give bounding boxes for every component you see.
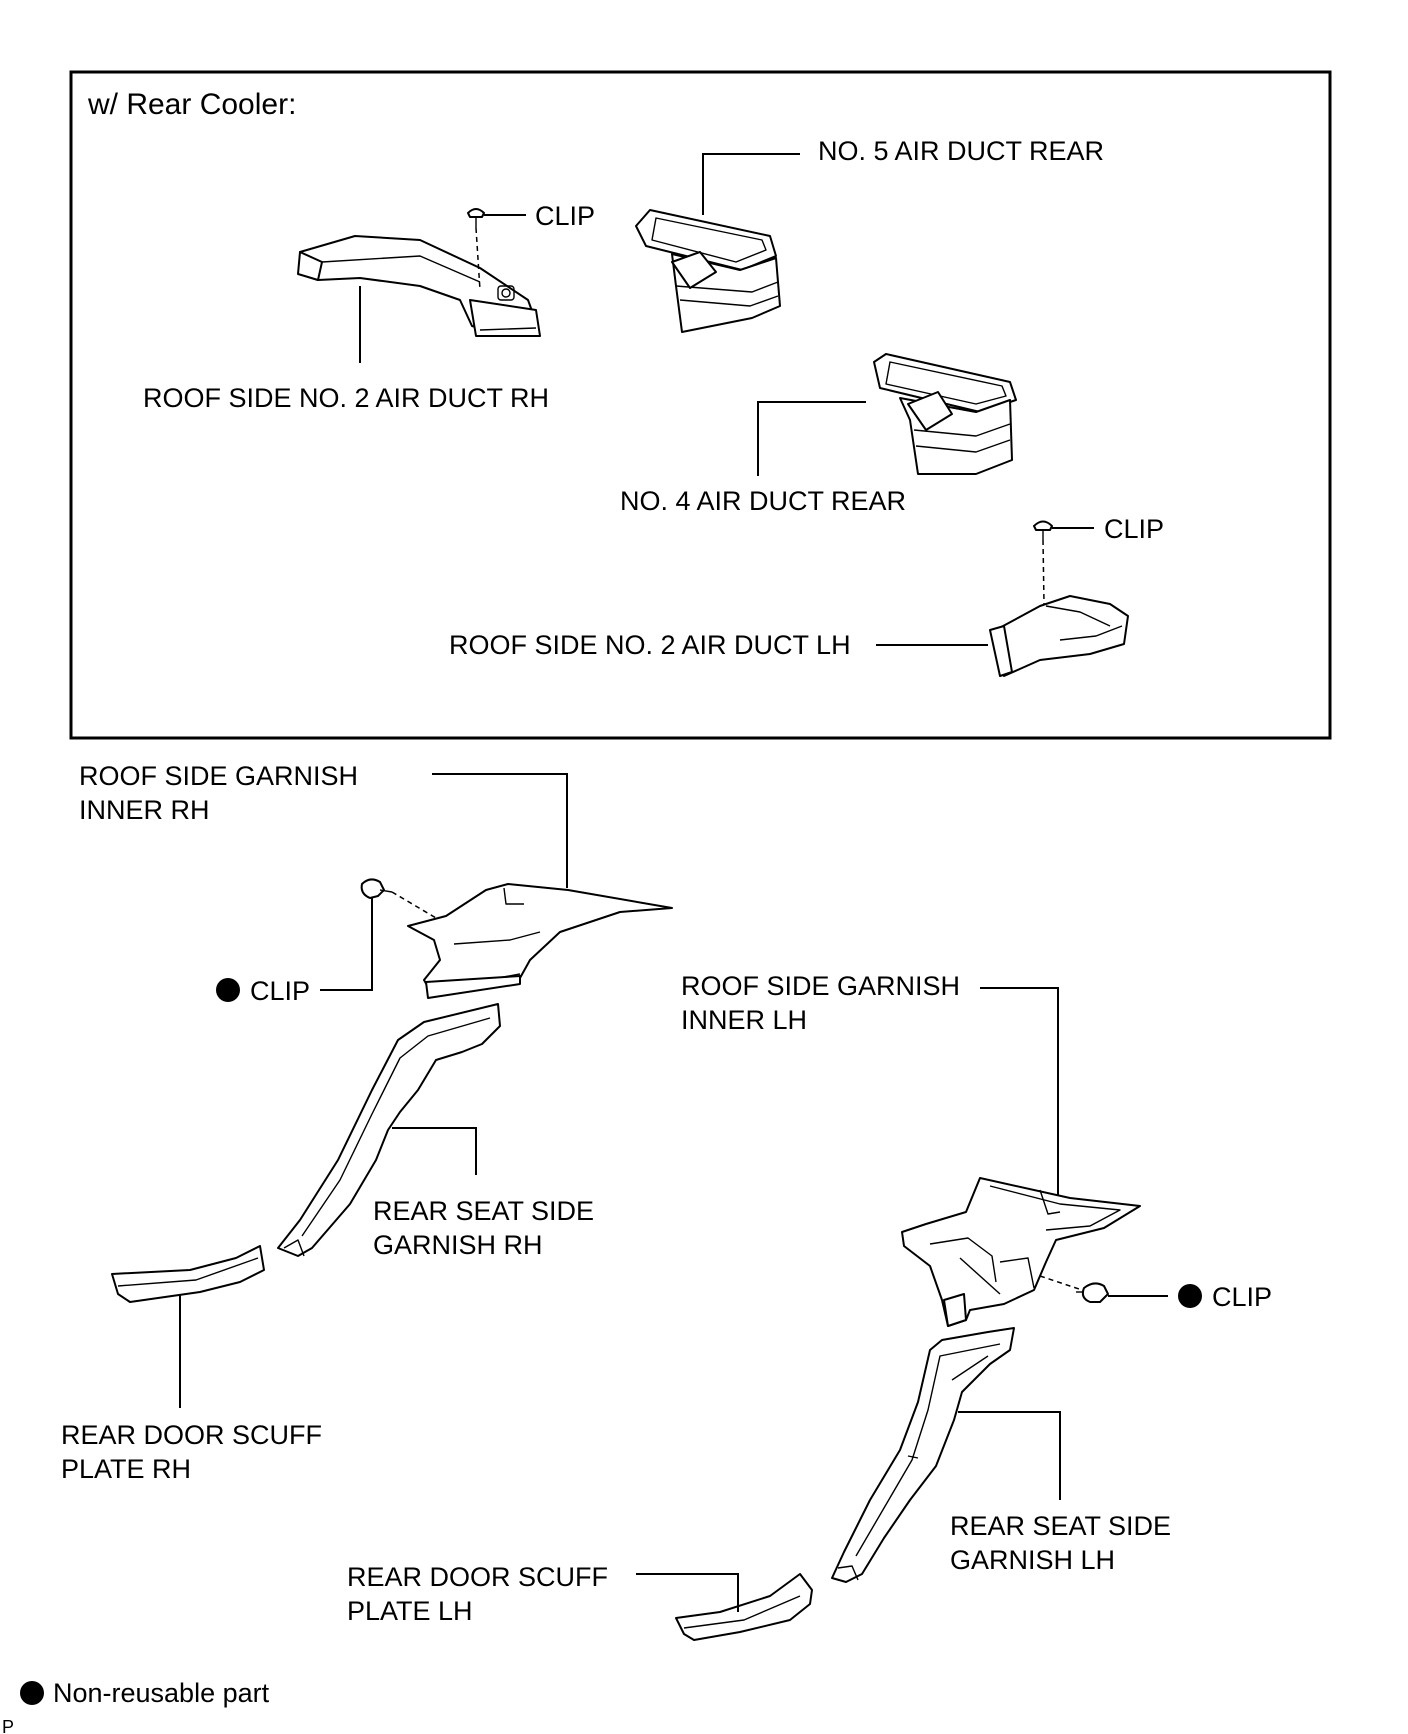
label-rear-door-scuff-plate-rh-line1: REAR DOOR SCUFF	[61, 1420, 322, 1450]
non-reusable-dot-icon-lh	[1178, 1284, 1202, 1308]
no5-air-duct-rear	[635, 209, 781, 333]
label-clip-rh-main: CLIP	[250, 976, 310, 1006]
label-clip-lh-main: CLIP	[1212, 1282, 1272, 1312]
roof-side-no2-air-duct-lh	[989, 595, 1129, 677]
legend-text: Non-reusable part	[53, 1678, 270, 1708]
legend-black-dot-icon	[20, 1681, 44, 1705]
label-roof-side-no2-air-duct-lh: ROOF SIDE NO. 2 AIR DUCT LH	[449, 630, 851, 660]
clip-rh-main-icon	[360, 878, 393, 899]
non-reusable-dot-icon	[216, 978, 240, 1002]
label-rear-door-scuff-plate-rh-line2: PLATE RH	[61, 1454, 191, 1484]
clip-lh-inset-icon	[1033, 520, 1053, 540]
label-roof-side-garnish-inner-lh-line1: ROOF SIDE GARNISH	[681, 971, 960, 1001]
corner-mark: P	[2, 1717, 14, 1734]
inset-frame	[69, 70, 1332, 740]
roof-side-no2-air-duct-rh	[297, 235, 541, 337]
label-clip-rh-inset: CLIP	[535, 201, 595, 231]
rear-seat-side-garnish-rh	[277, 1003, 501, 1257]
label-roof-side-garnish-inner-rh-line2: INNER RH	[79, 795, 210, 825]
label-rear-door-scuff-plate-lh-line2: PLATE LH	[347, 1596, 473, 1626]
clip-rh-inset-icon	[467, 208, 485, 228]
label-roof-side-garnish-inner-rh-line1: ROOF SIDE GARNISH	[79, 761, 358, 791]
inset-title: w/ Rear Cooler:	[87, 88, 296, 121]
label-roof-side-no2-air-duct-rh: ROOF SIDE NO. 2 AIR DUCT RH	[143, 383, 549, 413]
label-no4-air-duct-rear: NO. 4 AIR DUCT REAR	[620, 486, 906, 516]
label-rear-seat-side-garnish-lh-line1: REAR SEAT SIDE	[950, 1511, 1171, 1541]
roof-side-garnish-inner-rh	[407, 883, 673, 999]
rear-seat-side-garnish-lh	[831, 1327, 1015, 1583]
rear-door-scuff-plate-rh	[111, 1245, 265, 1303]
label-rear-door-scuff-plate-lh-line1: REAR DOOR SCUFF	[347, 1562, 608, 1592]
label-roof-side-garnish-inner-lh-line2: INNER LH	[681, 1005, 807, 1035]
label-rear-seat-side-garnish-rh-line2: GARNISH RH	[373, 1230, 543, 1260]
label-no5-air-duct-rear: NO. 5 AIR DUCT REAR	[818, 136, 1104, 166]
rear-door-scuff-plate-lh	[675, 1573, 813, 1641]
clip-lh-main-icon	[1076, 1282, 1109, 1303]
label-rear-seat-side-garnish-lh-line2: GARNISH LH	[950, 1545, 1115, 1575]
roof-side-garnish-inner-lh	[901, 1177, 1141, 1327]
no4-air-duct-rear	[873, 353, 1017, 475]
label-clip-lh-inset: CLIP	[1104, 514, 1164, 544]
label-rear-seat-side-garnish-rh-line1: REAR SEAT SIDE	[373, 1196, 594, 1226]
